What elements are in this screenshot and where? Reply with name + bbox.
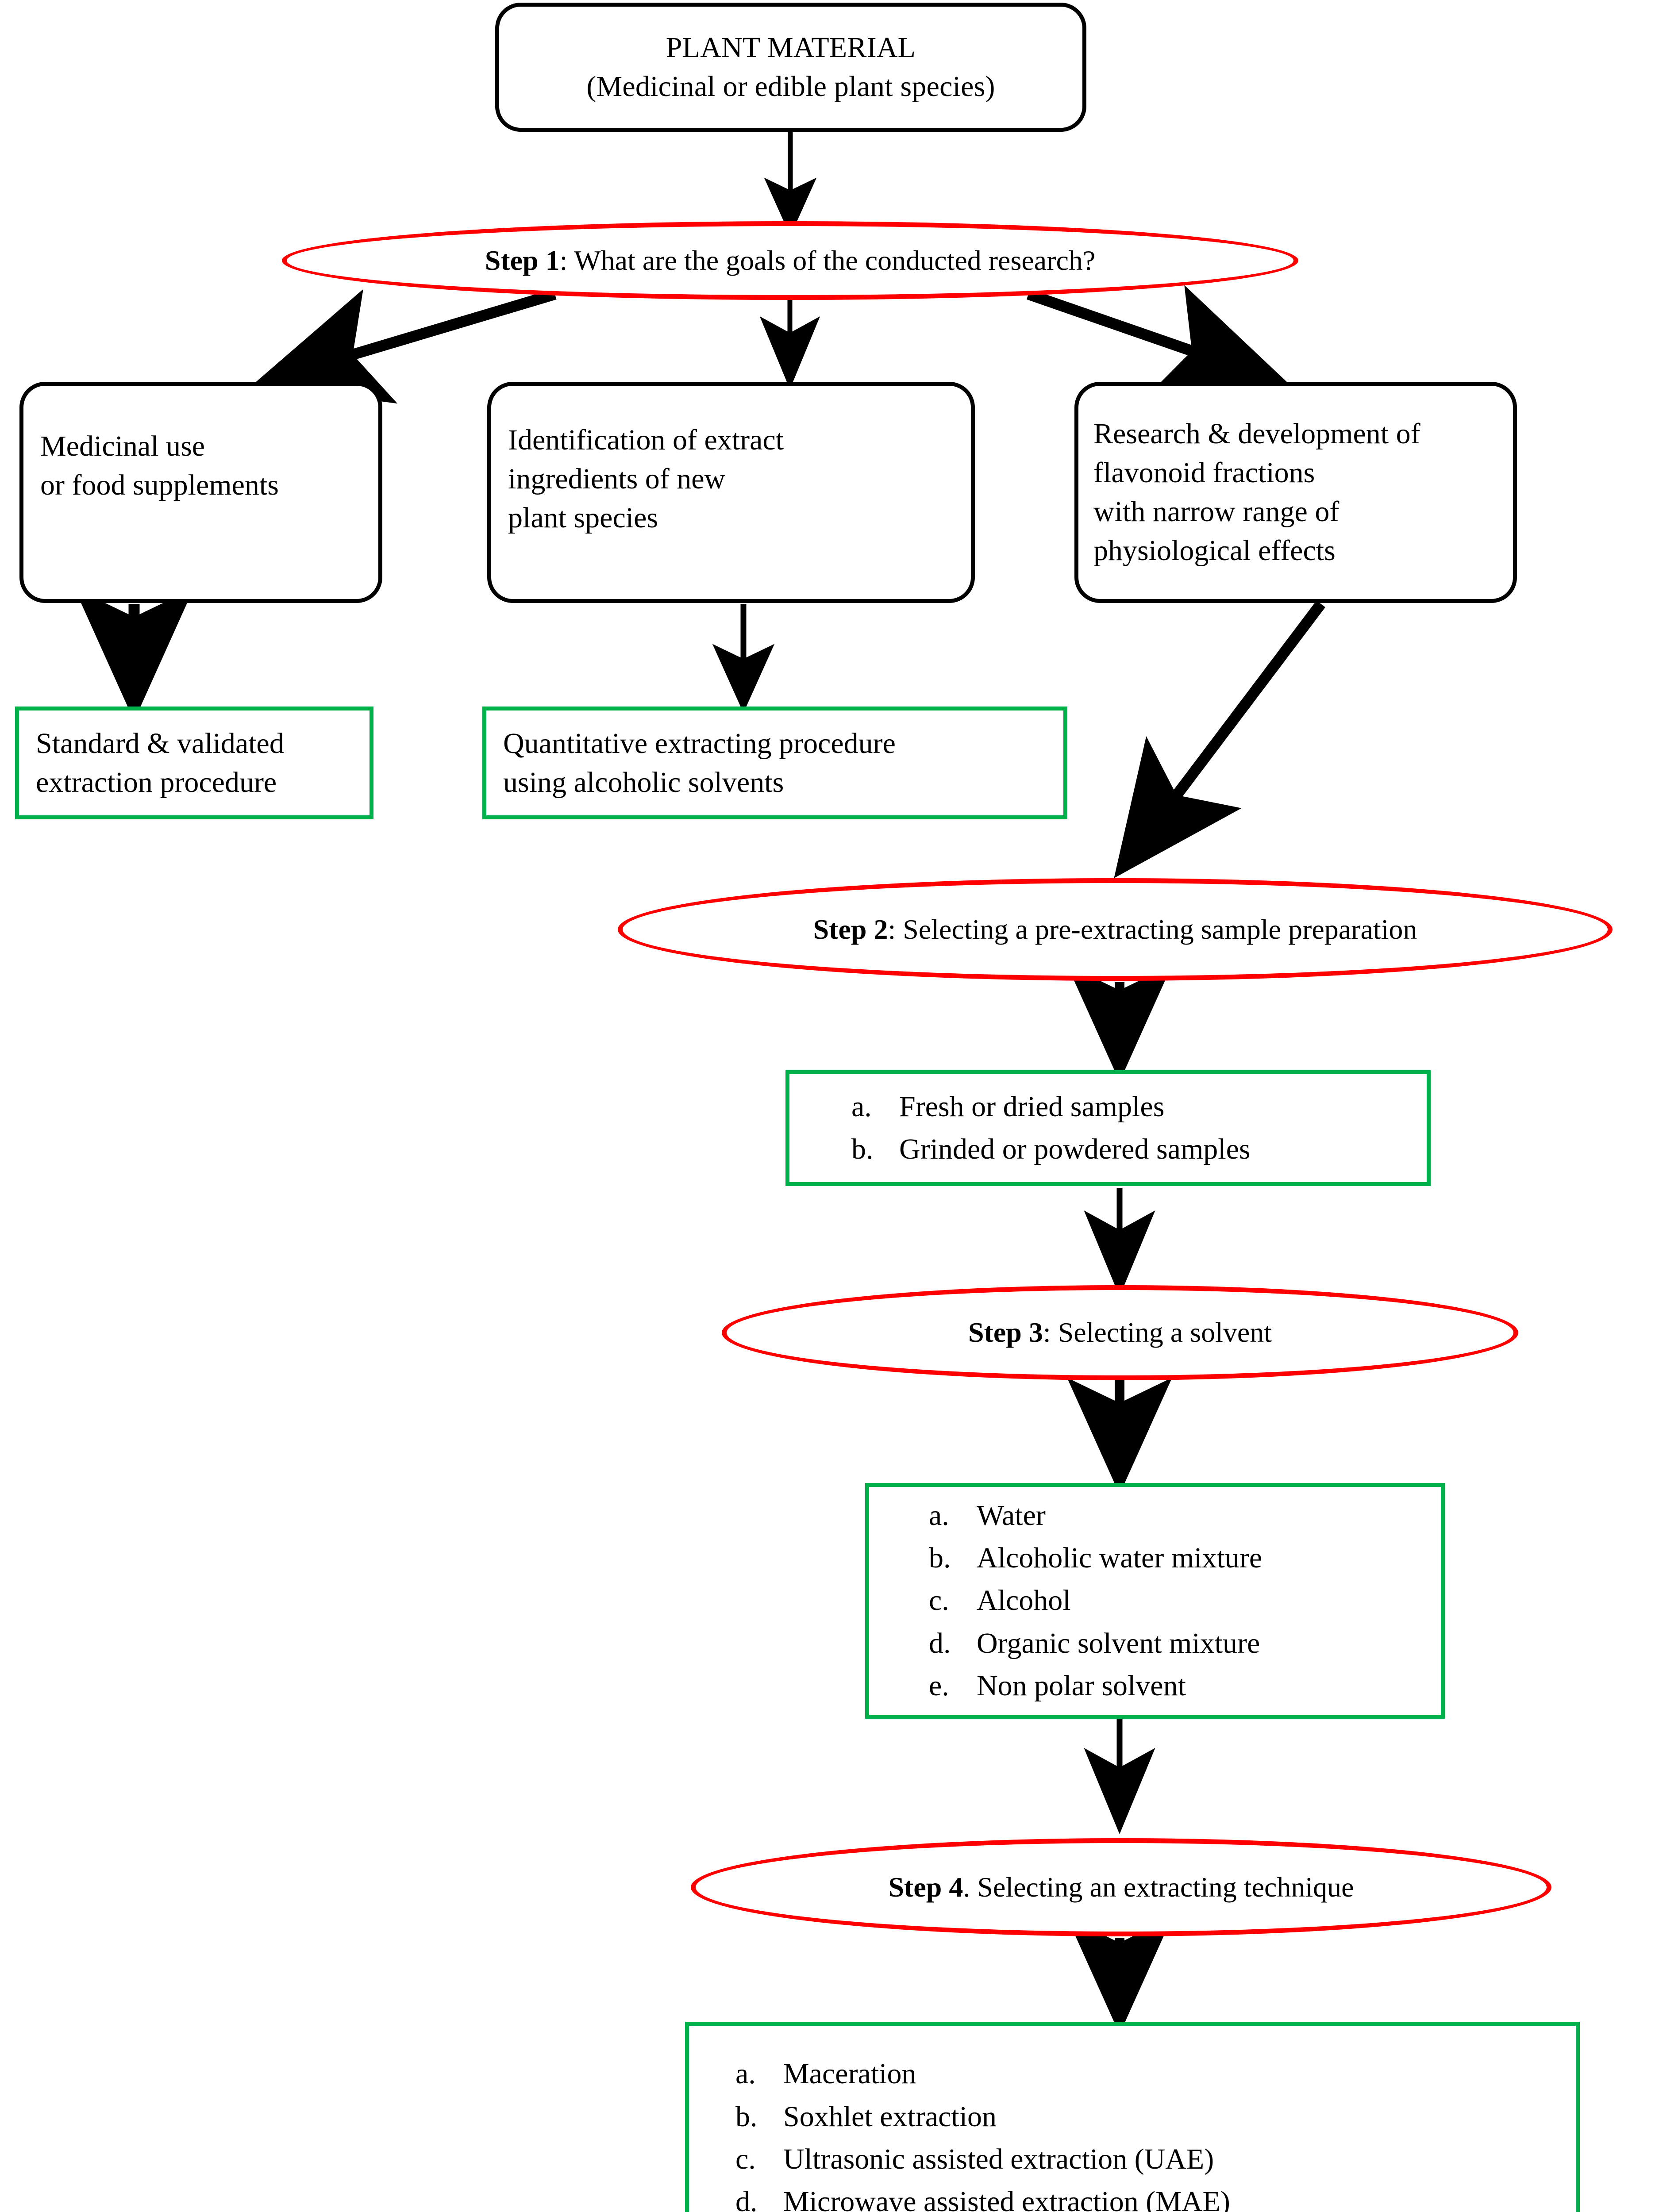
outcome2-line-2: using alcoholic solvents bbox=[503, 766, 784, 799]
goal2-line-3: plant species bbox=[508, 501, 658, 534]
node-goal-research-development: Research & development of flavonoid frac… bbox=[1074, 382, 1517, 603]
outcome2-lines: Quantitative extracting procedure using … bbox=[503, 724, 1063, 802]
technique-text-d: Microwave assisted extraction (MAE) bbox=[783, 2185, 1230, 2212]
edge-goal3-to-step2 bbox=[1114, 600, 1325, 878]
goal2-line-2: ingredients of new bbox=[508, 463, 726, 495]
step1-label: Step 1 bbox=[485, 244, 560, 276]
node-goal-identification: Identification of extract ingredients of… bbox=[487, 382, 975, 603]
solvent-text-a: Water bbox=[977, 1499, 1046, 1532]
goal3-line-2: flavonoid fractions bbox=[1093, 457, 1315, 489]
solvent-marker-c: c. bbox=[929, 1584, 949, 1617]
node-step1-decision: Step 1: What are the goals of the conduc… bbox=[282, 221, 1298, 300]
node-outcome-standard-validated: Standard & validated extraction procedur… bbox=[15, 707, 373, 819]
list-item: a. Maceration bbox=[735, 2053, 1576, 2095]
step4-sep: . bbox=[963, 1871, 978, 1903]
step1-text: Step 1: What are the goals of the conduc… bbox=[485, 245, 1096, 276]
list-item: d. Microwave assisted extraction (MAE) bbox=[735, 2181, 1576, 2212]
technique-marker-a: a. bbox=[735, 2058, 756, 2090]
goal3-line-1: Research & development of bbox=[1093, 418, 1420, 450]
list-item: c. Ultrasonic assisted extraction (UAE) bbox=[735, 2138, 1576, 2181]
step2-title: Selecting a pre-extracting sample prepar… bbox=[903, 913, 1417, 945]
list-item: e. Non polar solvent bbox=[929, 1665, 1441, 1707]
solvent-marker-a: a. bbox=[929, 1499, 949, 1532]
step2-sep: : bbox=[888, 913, 903, 945]
goal1-line-2: or food supplements bbox=[40, 469, 279, 501]
step2-text: Step 2: Selecting a pre-extracting sampl… bbox=[813, 914, 1417, 945]
sample-prep-text-b: Grinded or powdered samples bbox=[899, 1133, 1251, 1165]
goal3-line-3: with narrow range of bbox=[1093, 495, 1340, 528]
technique-list: a. Maceration b. Soxhlet extraction c. U… bbox=[735, 2053, 1576, 2212]
sample-prep-marker-b: b. bbox=[851, 1133, 874, 1165]
goal3-line-4: physiological effects bbox=[1093, 534, 1336, 567]
edge-step1-to-goal1 bbox=[253, 289, 557, 404]
node-plant-material: PLANT MATERIAL (Medicinal or edible plan… bbox=[495, 3, 1086, 132]
list-item: b. Soxhlet extraction bbox=[735, 2096, 1576, 2138]
technique-text-b: Soxhlet extraction bbox=[783, 2100, 997, 2133]
sample-prep-text-a: Fresh or dried samples bbox=[899, 1090, 1165, 1123]
node-step3-decision: Step 3: Selecting a solvent bbox=[722, 1285, 1518, 1380]
node-solvent-options: a. Water b. Alcoholic water mixture c. A… bbox=[865, 1483, 1445, 1719]
plant-material-line2: (Medicinal or edible plant species) bbox=[586, 70, 995, 103]
step2-label: Step 2 bbox=[813, 913, 888, 945]
edge-step1-to-goal3 bbox=[1026, 285, 1290, 398]
goal1-line-1: Medicinal use bbox=[40, 430, 205, 463]
step3-title: Selecting a solvent bbox=[1058, 1317, 1272, 1348]
node-goal-medicinal-use: Medicinal use or food supplements bbox=[19, 382, 382, 603]
node-technique-options: a. Maceration b. Soxhlet extraction c. U… bbox=[685, 2022, 1580, 2212]
list-item: b. Grinded or powdered samples bbox=[851, 1128, 1427, 1171]
step3-text: Step 3: Selecting a solvent bbox=[968, 1317, 1272, 1348]
sample-prep-list: a. Fresh or dried samples b. Grinded or … bbox=[851, 1086, 1427, 1171]
node-step2-decision: Step 2: Selecting a pre-extracting sampl… bbox=[618, 878, 1613, 981]
solvent-text-e: Non polar solvent bbox=[977, 1670, 1186, 1702]
plant-material-line1: PLANT MATERIAL bbox=[666, 31, 916, 64]
sample-prep-marker-a: a. bbox=[851, 1090, 872, 1123]
step1-sep: : bbox=[559, 244, 574, 276]
technique-marker-d: d. bbox=[735, 2185, 758, 2212]
solvent-list: a. Water b. Alcoholic water mixture c. A… bbox=[929, 1494, 1441, 1708]
step3-label: Step 3 bbox=[968, 1317, 1043, 1348]
solvent-text-d: Organic solvent mixture bbox=[977, 1627, 1260, 1659]
solvent-text-c: Alcohol bbox=[977, 1584, 1071, 1617]
technique-marker-b: b. bbox=[735, 2100, 758, 2133]
outcome2-line-1: Quantitative extracting procedure bbox=[503, 727, 896, 760]
node-sample-prep-options: a. Fresh or dried samples b. Grinded or … bbox=[785, 1070, 1431, 1186]
list-item: b. Alcoholic water mixture bbox=[929, 1537, 1441, 1579]
solvent-text-b: Alcoholic water mixture bbox=[977, 1541, 1263, 1574]
step3-sep: : bbox=[1043, 1317, 1058, 1348]
outcome1-line-2: extraction procedure bbox=[36, 766, 277, 799]
technique-text-a: Maceration bbox=[783, 2058, 916, 2090]
goal2-lines: Identification of extract ingredients of… bbox=[508, 421, 784, 537]
step4-label: Step 4 bbox=[888, 1871, 963, 1903]
step4-text: Step 4. Selecting an extracting techniqu… bbox=[888, 1871, 1354, 1903]
solvent-marker-d: d. bbox=[929, 1627, 951, 1659]
solvent-marker-b: b. bbox=[929, 1541, 951, 1574]
step4-title: Selecting an extracting technique bbox=[977, 1871, 1354, 1903]
goal1-lines: Medicinal use or food supplements bbox=[40, 427, 279, 505]
technique-marker-c: c. bbox=[735, 2143, 756, 2176]
node-outcome-quantitative-procedure: Quantitative extracting procedure using … bbox=[482, 707, 1067, 819]
list-item: c. Alcohol bbox=[929, 1579, 1441, 1622]
goal2-line-1: Identification of extract bbox=[508, 424, 784, 457]
outcome1-line-1: Standard & validated bbox=[36, 727, 284, 760]
list-item: d. Organic solvent mixture bbox=[929, 1622, 1441, 1665]
step1-question: What are the goals of the conducted rese… bbox=[574, 244, 1096, 276]
outcome1-lines: Standard & validated extraction procedur… bbox=[36, 724, 370, 802]
technique-text-c: Ultrasonic assisted extraction (UAE) bbox=[783, 2143, 1214, 2176]
list-item: a. Water bbox=[929, 1494, 1441, 1537]
solvent-marker-e: e. bbox=[929, 1670, 949, 1702]
list-item: a. Fresh or dried samples bbox=[851, 1086, 1427, 1128]
node-step4-decision: Step 4. Selecting an extracting techniqu… bbox=[691, 1838, 1551, 1936]
goal3-lines: Research & development of flavonoid frac… bbox=[1093, 415, 1420, 570]
